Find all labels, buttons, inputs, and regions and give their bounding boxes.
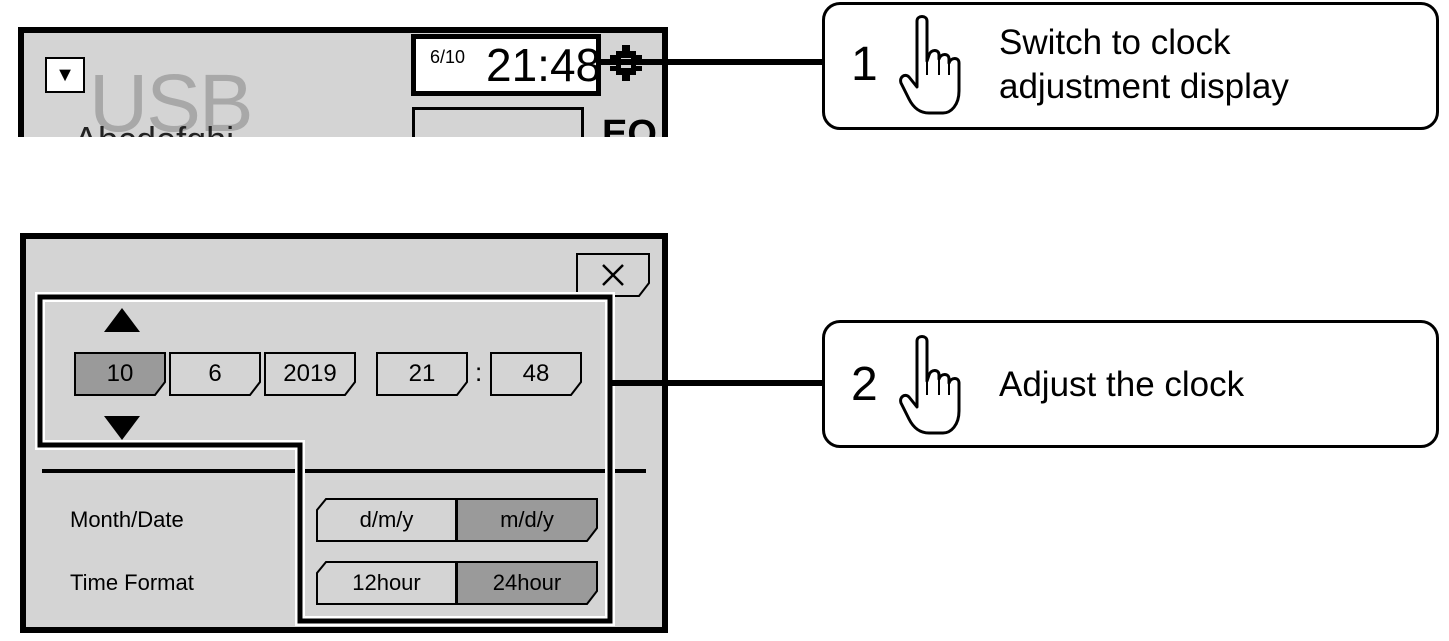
close-button[interactable] bbox=[576, 253, 650, 297]
divider bbox=[42, 469, 646, 473]
option-label: m/d/y bbox=[500, 507, 554, 532]
clock-display-button[interactable]: 6/10 21:48 bbox=[411, 34, 601, 96]
time-format-option-24hour[interactable]: 24hour bbox=[456, 561, 598, 605]
step-instruction: Adjust the clock bbox=[999, 365, 1245, 404]
callout-connector-1 bbox=[598, 59, 824, 65]
option-label: 24hour bbox=[492, 570, 562, 595]
day-field[interactable]: 6 bbox=[169, 352, 261, 396]
hand-pointer-icon bbox=[899, 15, 961, 115]
time-format-option-12hour[interactable]: 12hour bbox=[316, 561, 457, 605]
step-instruction: Switch to clock adjustment display bbox=[999, 23, 1289, 106]
month-date-label: Month/Date bbox=[70, 507, 184, 532]
arrow-up-icon[interactable] bbox=[104, 308, 140, 332]
minute-field[interactable]: 48 bbox=[490, 352, 582, 396]
step-number: 2 bbox=[851, 358, 878, 411]
option-label: d/m/y bbox=[359, 507, 414, 532]
option-label: 12hour bbox=[352, 570, 421, 595]
hand-pointer-icon bbox=[899, 335, 961, 435]
year-field[interactable]: 2019 bbox=[264, 352, 356, 396]
month-date-option-mdy[interactable]: m/d/y bbox=[456, 498, 598, 542]
source-label: USB bbox=[89, 58, 254, 138]
clock-date: 6/10 bbox=[430, 47, 466, 67]
track-title: Abcdefghi bbox=[74, 122, 234, 138]
month-value: 10 bbox=[106, 360, 134, 387]
step-2-callout: 2 Adjust the clock bbox=[822, 320, 1439, 448]
hour-value: 21 bbox=[408, 360, 436, 387]
arrow-down-icon[interactable] bbox=[104, 416, 140, 440]
step-1-callout: 1 Switch to clock adjustment display bbox=[822, 2, 1439, 130]
eq-label: EQ bbox=[602, 113, 657, 137]
step-number: 1 bbox=[851, 38, 878, 91]
dropdown-arrow-icon: ▼ bbox=[55, 63, 75, 86]
month-field[interactable]: 10 bbox=[74, 352, 166, 396]
day-value: 6 bbox=[208, 360, 222, 387]
clock-time: 21:48 bbox=[486, 39, 602, 91]
main-source-screen: ▼ USB Abcdefghi 6/10 21:48 EQ bbox=[18, 27, 668, 137]
time-separator: : bbox=[475, 357, 483, 387]
month-date-option-dmy[interactable]: d/m/y bbox=[316, 498, 457, 542]
time-format-label: Time Format bbox=[70, 570, 194, 595]
minute-value: 48 bbox=[522, 360, 550, 387]
hour-field[interactable]: 21 bbox=[376, 352, 468, 396]
clock-adjust-screen: ✕ 10 6 2019 21 : 48 Month/Date d/m/y m/d… bbox=[20, 233, 668, 633]
source-dropdown-button[interactable]: ▼ bbox=[45, 57, 85, 93]
year-value: 2019 bbox=[283, 360, 337, 387]
callout-connector-2 bbox=[608, 380, 824, 386]
function-box[interactable] bbox=[412, 107, 584, 137]
